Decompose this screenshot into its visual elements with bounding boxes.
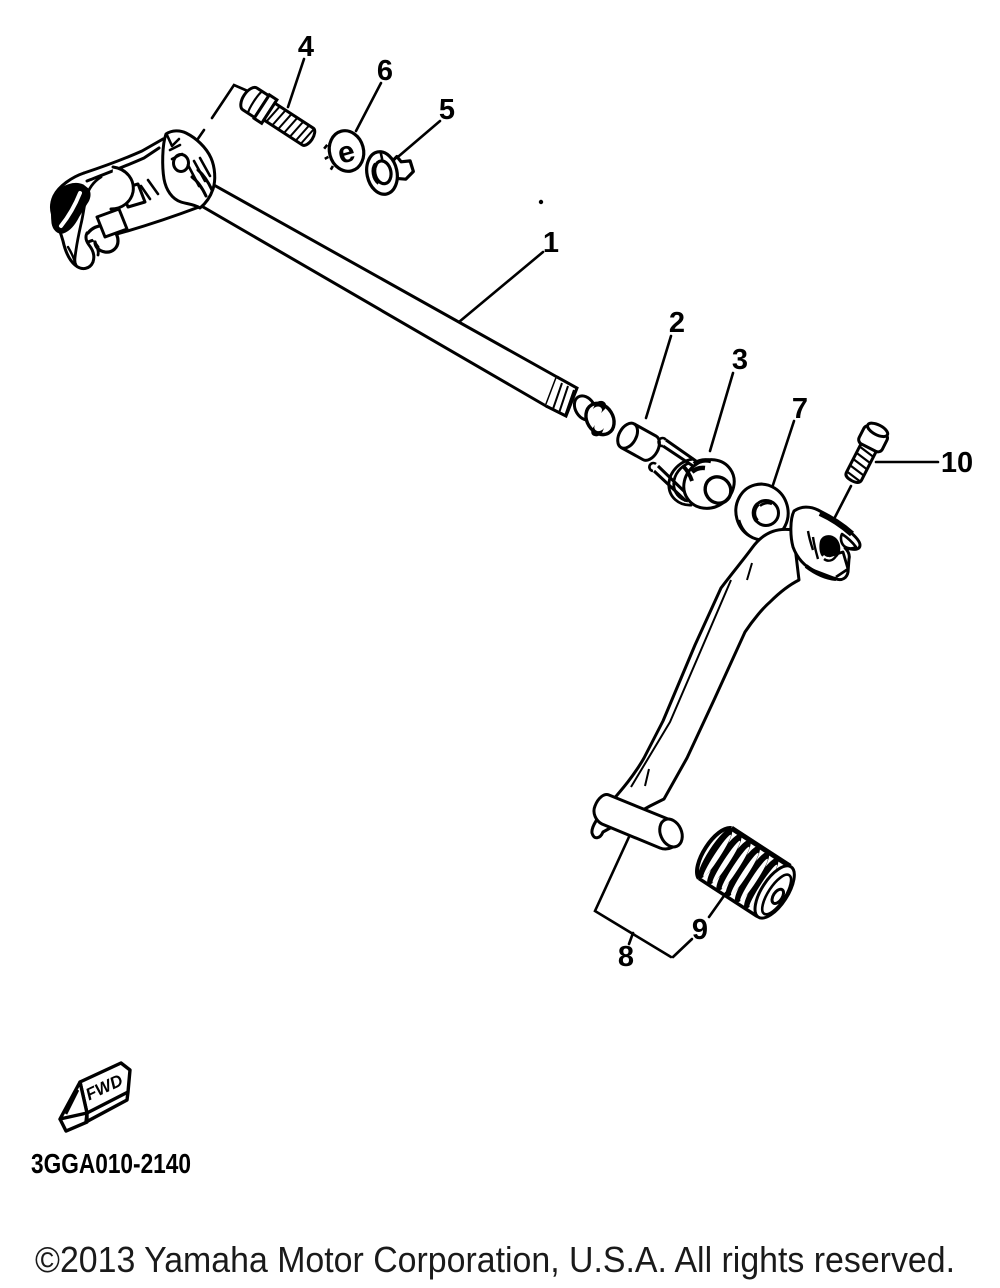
svg-text:8: 8: [618, 941, 634, 973]
svg-text:6: 6: [377, 55, 393, 87]
svg-text:9: 9: [692, 914, 708, 946]
svg-text:2: 2: [669, 307, 685, 339]
svg-text:©2013 Yamaha Motor Corporation: ©2013 Yamaha Motor Corporation, U.S.A. A…: [35, 1239, 955, 1280]
svg-text:3: 3: [732, 344, 748, 376]
svg-text:7: 7: [792, 393, 808, 425]
svg-text:3GGA010-2140: 3GGA010-2140: [31, 1148, 191, 1179]
svg-text:4: 4: [298, 31, 314, 63]
svg-text:1: 1: [543, 227, 559, 259]
svg-text:10: 10: [941, 447, 973, 479]
svg-text:5: 5: [439, 94, 455, 126]
